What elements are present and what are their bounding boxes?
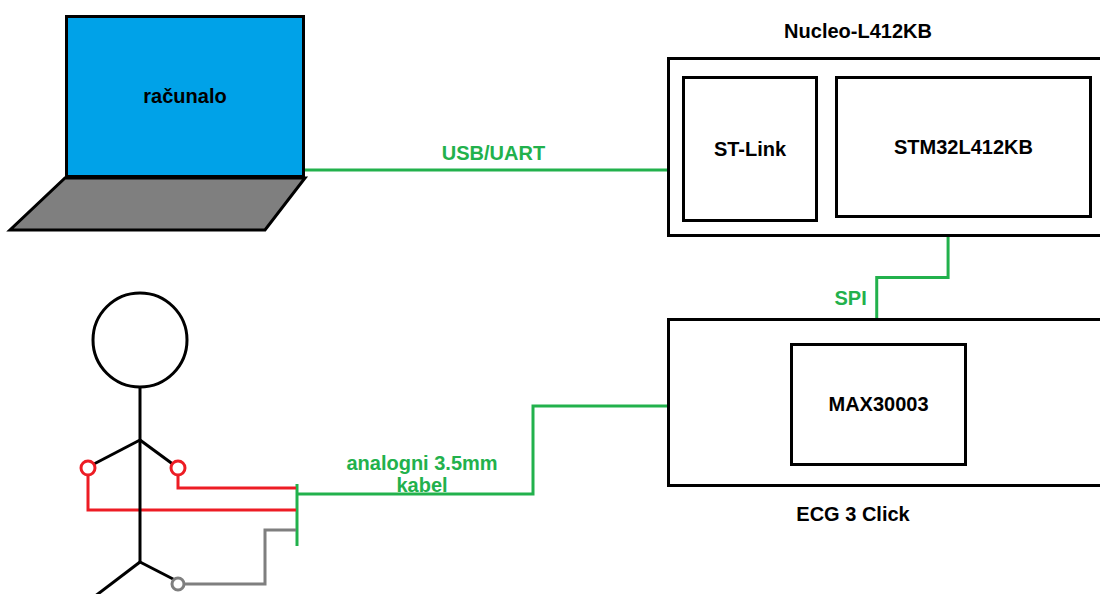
laptop-base <box>10 178 305 230</box>
board-box: ECG 3 ClickMAX30003 <box>667 318 1100 487</box>
electrode-wire <box>178 475 296 488</box>
mcu-box: STM32L412KB <box>835 76 1092 218</box>
module-box: ST-Link <box>682 76 818 222</box>
box-label: ST-Link <box>714 138 786 161</box>
connector <box>305 169 682 172</box>
box-label: računalo <box>143 85 226 108</box>
person <box>90 293 187 594</box>
electrode-wire <box>88 475 296 510</box>
connection-label: SPI <box>834 287 866 309</box>
cable-label: analogni 3.5mm kabel <box>332 452 512 496</box>
electrode <box>172 578 184 590</box>
box-label: STM32L412KB <box>894 136 1033 159</box>
board-title: Nucleo-L412KB <box>784 20 932 43</box>
laptop-screen: računalo <box>65 15 305 178</box>
jack-plug <box>296 484 299 546</box>
electrode <box>171 461 185 475</box>
box-label: MAX30003 <box>828 393 928 416</box>
board-title: ECG 3 Click <box>796 503 909 526</box>
chip-box: MAX30003 <box>790 343 967 466</box>
board-box: Nucleo-L412KBST-LinkSTM32L412KB <box>667 57 1100 237</box>
connection-label: USB/UART <box>442 142 545 164</box>
electrode <box>81 461 95 475</box>
electrode-wire <box>185 530 296 584</box>
